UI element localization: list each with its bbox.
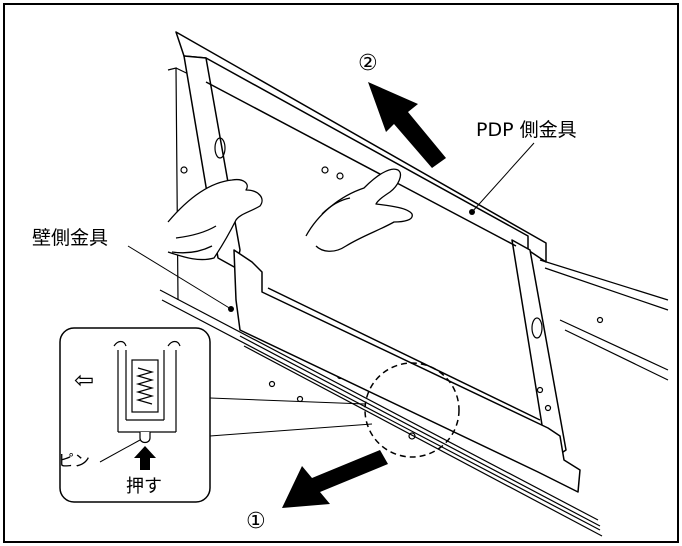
pdp-bracket-label: PDP 側金具: [476, 119, 577, 141]
hand-right: [305, 168, 413, 252]
hand-left: [167, 178, 263, 261]
pdp-bracket-details: [214, 137, 552, 440]
pin-icon: [139, 432, 151, 444]
wall-bracket-label: 壁側金具: [32, 227, 108, 249]
pin-leader: [99, 439, 141, 463]
spring-icon: [135, 367, 155, 405]
inset-box: [59, 327, 211, 503]
callout-line-top: [209, 397, 366, 405]
pdp-bracket-leader: [471, 142, 535, 213]
arrow-step1: [282, 450, 388, 508]
pin-label: ピン: [58, 451, 90, 470]
step1-label: ①: [246, 509, 266, 534]
push-label: 押す: [126, 476, 162, 497]
inset-direction-arrow-icon: ⇦: [74, 366, 94, 394]
callout-line-bottom: [209, 423, 373, 437]
push-arrow-icon: [134, 446, 156, 470]
inset-detail: ⇦ ピン 押す: [58, 327, 211, 503]
step2-label: ②: [358, 51, 378, 76]
arrow-step2: [368, 82, 446, 168]
detail-circle: [364, 362, 460, 458]
wall-bracket-leader: [127, 245, 232, 310]
